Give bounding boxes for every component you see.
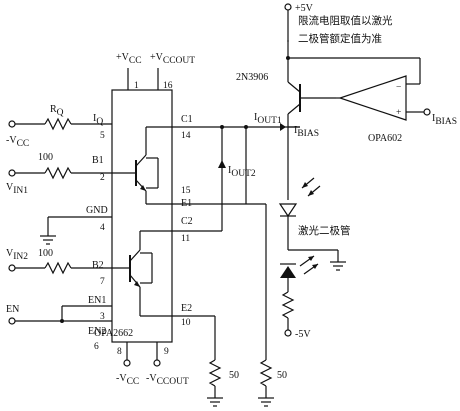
neg-vccout-pin-label: -VCCOUT bbox=[146, 373, 189, 387]
svg-text:C1: C1 bbox=[181, 114, 193, 125]
right-pin-labels: C1 14 15 E1 C2 11 E2 10 bbox=[181, 114, 193, 328]
svg-text:100: 100 bbox=[38, 248, 53, 259]
en-label: EN bbox=[6, 304, 19, 315]
vin2-label: VIN2 bbox=[6, 248, 28, 262]
pin-9-number: 9 bbox=[164, 347, 169, 357]
svg-text:B1: B1 bbox=[92, 155, 104, 166]
e1-load-resistor: 50 bbox=[258, 359, 287, 407]
svg-text:E2: E2 bbox=[181, 303, 192, 314]
vcc-pin-label: +VCC bbox=[116, 52, 142, 66]
vin2-resistor: 100 VIN2 bbox=[6, 248, 112, 275]
transistor-name-label: 2N3906 bbox=[236, 72, 268, 83]
positive-supply: +5V 限流电阻取值以激光 二极管额定值为准 bbox=[284, 3, 393, 45]
internal-transistor-2 bbox=[112, 230, 192, 317]
neg-vcc-input-label: -VCC bbox=[6, 135, 29, 149]
svg-text:RQ: RQ bbox=[50, 104, 64, 118]
bottom-supply-pins: 8 9 -VCC -VCCOUT bbox=[116, 342, 189, 387]
vin1-label: VIN1 bbox=[6, 182, 28, 196]
svg-text:10: 10 bbox=[181, 318, 191, 328]
vin1-resistor: 100 VIN1 bbox=[6, 152, 112, 196]
svg-text:14: 14 bbox=[181, 131, 191, 141]
ibias-label: IBIAS bbox=[294, 125, 319, 139]
svg-text:GND: GND bbox=[86, 205, 108, 216]
limit-resistor: -5V bbox=[281, 291, 311, 340]
pin-1-number: 1 bbox=[134, 81, 139, 91]
laser-diode-label: 激光二极管 bbox=[298, 224, 351, 237]
e2-load-resistor: 50 bbox=[192, 315, 239, 407]
svg-text:100: 100 bbox=[38, 152, 53, 163]
chip-body bbox=[111, 89, 173, 343]
pnp-transistor: 2N3906 IBIAS bbox=[236, 40, 336, 200]
internal-transistor-1 bbox=[112, 126, 192, 205]
svg-text:IQ: IQ bbox=[93, 113, 103, 127]
laser-diode bbox=[280, 249, 346, 292]
output-node-wiring: IOUT2 bbox=[192, 125, 300, 360]
svg-text:3: 3 bbox=[100, 312, 105, 322]
svg-text:7: 7 bbox=[100, 277, 105, 287]
svg-text:C2: C2 bbox=[181, 216, 193, 227]
svg-text:-5V: -5V bbox=[295, 329, 311, 340]
iout2-label: IOUT2 bbox=[228, 165, 256, 179]
left-pin-labels: IQ 5 B1 2 GND 4 B2 7 EN1 3 EN2 6 bbox=[86, 113, 108, 352]
svg-text:−: − bbox=[396, 83, 401, 93]
opamp-name-label: OPA602 bbox=[368, 133, 402, 144]
svg-text:4: 4 bbox=[100, 223, 105, 233]
svg-text:EN1: EN1 bbox=[88, 295, 106, 306]
pin-16-number: 16 bbox=[163, 81, 173, 91]
svg-text:B2: B2 bbox=[92, 260, 104, 271]
chip-name-label: OPA2662 bbox=[94, 328, 133, 339]
svg-text:15: 15 bbox=[181, 186, 191, 196]
svg-text:11: 11 bbox=[181, 234, 190, 244]
svg-text:+: + bbox=[396, 108, 401, 118]
top-supply-pins: +VCC +VCCOUT 1 16 bbox=[116, 52, 195, 91]
svg-text:5: 5 bbox=[100, 131, 105, 141]
photo-diode bbox=[278, 177, 321, 250]
svg-text:6: 6 bbox=[94, 342, 99, 352]
gnd-connection bbox=[40, 216, 112, 245]
svg-text:EN2: EN2 bbox=[88, 326, 106, 337]
neg-vcc-pin-label: -VCC bbox=[116, 373, 139, 387]
vccout-pin-label: +VCCOUT bbox=[150, 52, 195, 66]
svg-text:50: 50 bbox=[277, 370, 287, 381]
svg-text:2: 2 bbox=[100, 173, 105, 183]
svg-text:+5V: +5V bbox=[295, 3, 314, 14]
limit-note-line1: 限流电阻取值以激光 bbox=[298, 14, 393, 27]
limit-note-line2: 二极管额定值为准 bbox=[298, 32, 382, 45]
enable-input: EN bbox=[6, 304, 112, 325]
opamp: − + IBIAS OPA602 bbox=[286, 56, 457, 144]
iout1-label: IOUT1 bbox=[254, 112, 282, 126]
rq-resistor: RQ -VCC bbox=[6, 104, 112, 149]
svg-text:50: 50 bbox=[229, 370, 239, 381]
pin-8-number: 8 bbox=[117, 347, 122, 357]
ibias-ref-label: IBIAS bbox=[432, 113, 457, 127]
